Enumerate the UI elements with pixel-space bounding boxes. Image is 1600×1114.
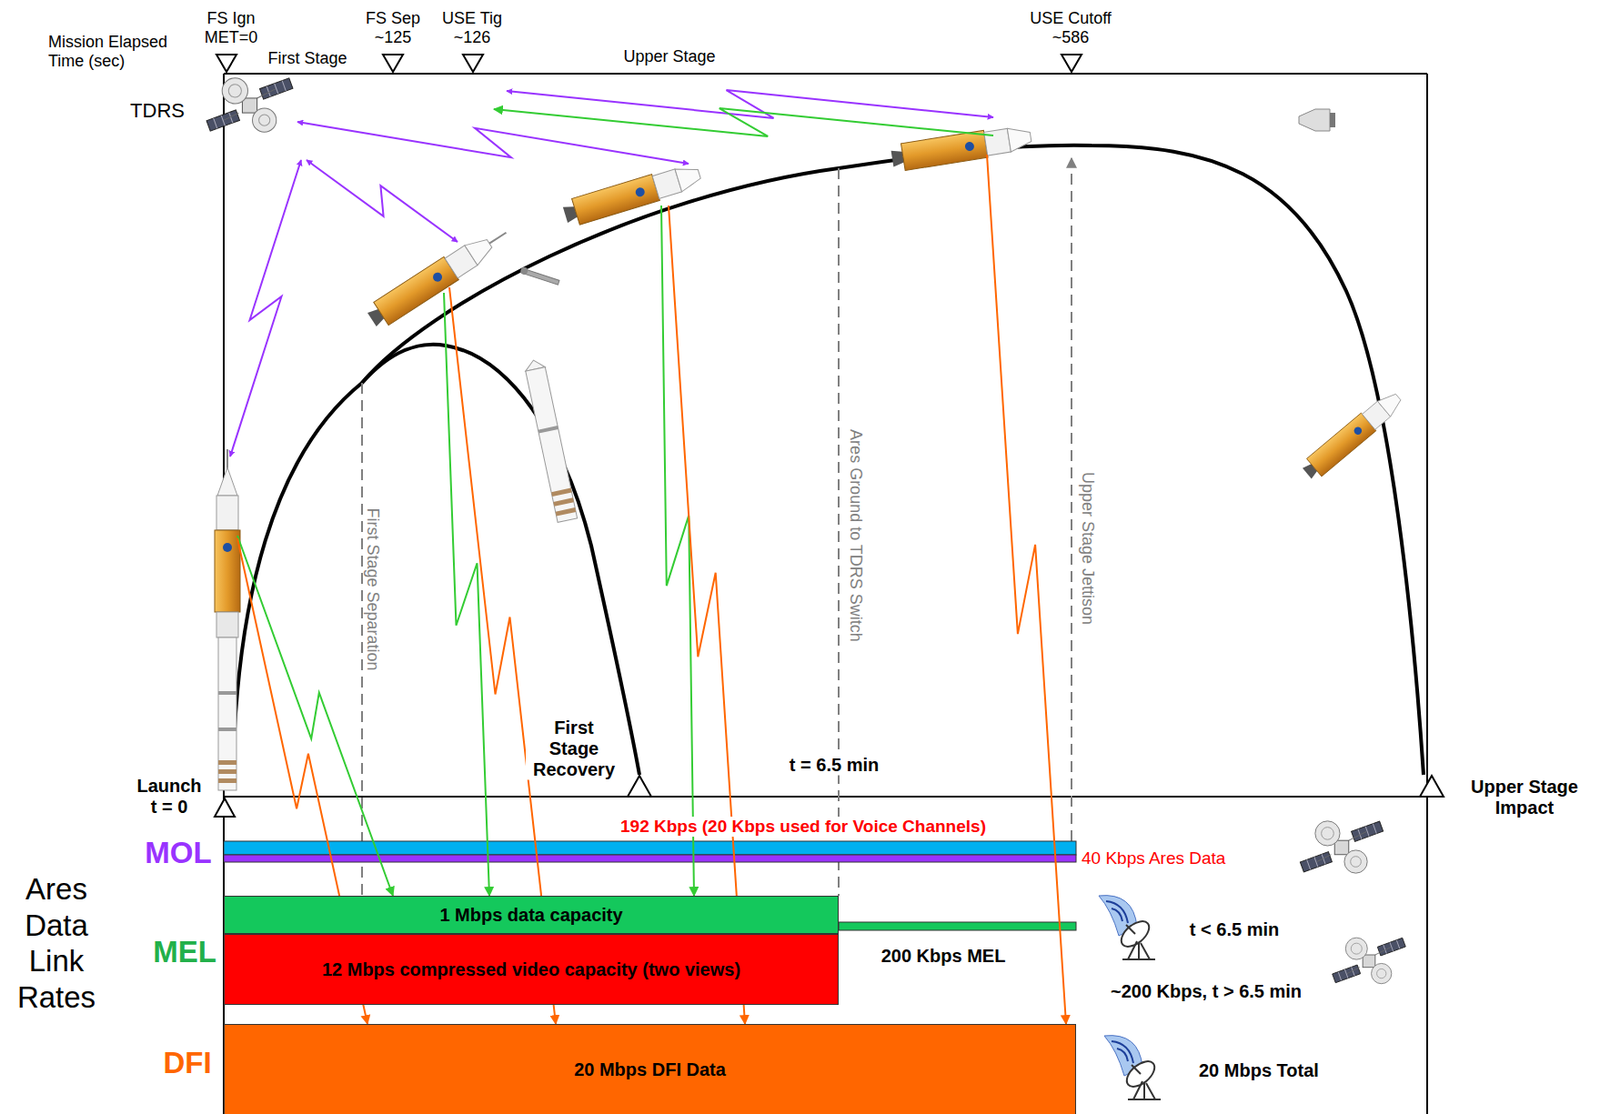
- link-arrow: [493, 108, 994, 137]
- band-text: 1 Mbps data capacity: [439, 905, 623, 926]
- label-text: Mission Elapsed Time (sec): [48, 32, 190, 71]
- link-arrow: [986, 154, 1067, 1025]
- rate-band: 20 Mbps DFI Data: [223, 1024, 1077, 1114]
- tdrs-icon: [1299, 821, 1383, 874]
- tdrs-icon: [1332, 937, 1407, 985]
- label-text: t = 6.5 min: [786, 754, 882, 776]
- first-stage-falling: [523, 358, 578, 524]
- trajectories: [232, 145, 1424, 776]
- link-arrow: [230, 160, 302, 457]
- label-text: t < 6.5 min: [1189, 919, 1279, 941]
- label-text: FS Sep ~125: [361, 9, 425, 47]
- label-text: ~200 Kbps, t > 6.5 min: [1110, 981, 1302, 1003]
- label-text: Ares Data Link Rates: [9, 871, 105, 1016]
- label-text: MEL: [152, 935, 217, 970]
- link-arrows: [230, 90, 1067, 1025]
- label-text: FS Ign MET=0: [199, 9, 263, 47]
- link-arrow: [306, 160, 458, 242]
- label-text: MOL: [144, 835, 212, 871]
- link-arrow: [443, 292, 490, 896]
- label-text: USE Tig ~126: [438, 9, 507, 47]
- launch-vehicle: [214, 449, 241, 791]
- ground-station-icon: [1104, 1036, 1161, 1100]
- debris: [519, 266, 560, 286]
- crew-capsule: [1298, 109, 1336, 131]
- event-lines: [362, 158, 1072, 896]
- rotated-label: Ares Ground to TDRS Switch: [846, 426, 866, 645]
- upper-stage-vehicle: [364, 123, 1407, 484]
- ground-station-icon: [1098, 895, 1156, 960]
- rate-band: 12 Mbps compressed video capacity (two v…: [223, 934, 839, 1006]
- band-text: 20 Mbps DFI Data: [573, 1059, 726, 1081]
- label-text: 40 Kbps Ares Data: [1081, 848, 1226, 869]
- tdrs-satellite: [206, 78, 293, 133]
- link-arrow: [297, 121, 689, 164]
- label-text: 20 Mbps Total: [1198, 1060, 1319, 1082]
- label-text: USE Cutoff ~586: [1023, 9, 1119, 47]
- mel-thin-bar: [838, 922, 1077, 931]
- label-text: DFI: [162, 1046, 212, 1081]
- band-text: 12 Mbps compressed video capacity (two v…: [322, 959, 741, 981]
- label-text: 200 Kbps MEL: [881, 945, 1007, 967]
- mol-bar: [223, 841, 1077, 863]
- frame: [223, 73, 1428, 1114]
- label-text: 192 Kbps (20 Kbps used for Voice Channel…: [617, 816, 989, 837]
- label-text: Upper Stage: [623, 47, 715, 67]
- rotated-label: Upper Stage Jettison: [1078, 469, 1098, 628]
- label-text: First Stage: [267, 49, 347, 69]
- rotated-label: First Stage Separation: [363, 504, 383, 674]
- time-markers: [214, 54, 1444, 817]
- label-text: TDRS: [130, 99, 185, 122]
- label-text: Launch t = 0: [132, 775, 206, 818]
- link-arrow: [661, 205, 695, 896]
- rate-band: 1 Mbps data capacity: [223, 895, 839, 935]
- label-text: First Stage Recovery: [525, 717, 623, 781]
- link-arrow: [506, 90, 994, 119]
- label-text: Upper Stage Impact: [1460, 776, 1589, 819]
